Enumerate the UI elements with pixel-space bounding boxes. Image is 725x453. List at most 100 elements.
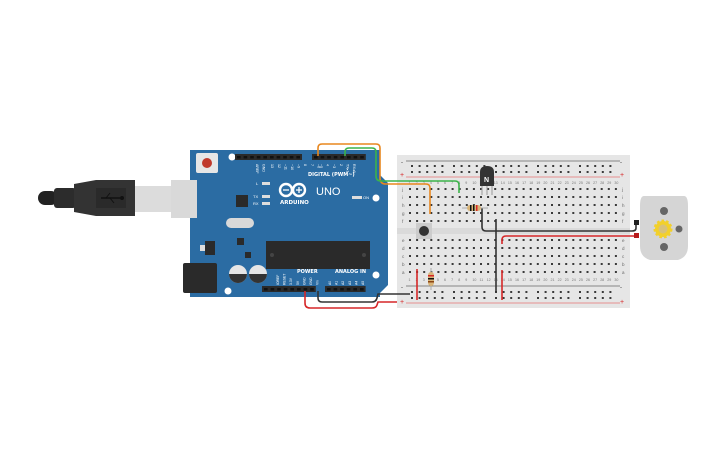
breadboard-hole[interactable] xyxy=(536,247,539,249)
breadboard-hole[interactable] xyxy=(495,171,497,173)
wire-green-pin3[interactable] xyxy=(344,147,460,193)
breadboard-hole[interactable] xyxy=(472,239,475,241)
breadboard-hole[interactable] xyxy=(551,220,553,222)
breadboard-hole[interactable] xyxy=(565,271,568,273)
breadboard-hole[interactable] xyxy=(494,204,497,206)
breadboard-hole[interactable] xyxy=(437,212,440,214)
breadboard-hole[interactable] xyxy=(607,196,610,198)
breadboard-hole[interactable] xyxy=(508,188,511,190)
breadboard-hole[interactable] xyxy=(480,271,482,273)
breadboard-hole[interactable] xyxy=(472,196,475,198)
breadboard-hole[interactable] xyxy=(543,196,546,198)
motor-terminal-black[interactable] xyxy=(634,220,639,225)
header-pin[interactable] xyxy=(303,288,308,291)
breadboard-hole[interactable] xyxy=(458,204,461,206)
header-pin[interactable] xyxy=(340,288,344,291)
breadboard-hole[interactable] xyxy=(475,291,478,293)
breadboard-hole[interactable] xyxy=(586,263,589,265)
breadboard-hole[interactable] xyxy=(609,291,612,293)
breadboard-hole[interactable] xyxy=(544,297,547,299)
breadboard-hole[interactable] xyxy=(508,212,511,214)
breadboard-hole[interactable] xyxy=(458,247,461,249)
resistor-base[interactable] xyxy=(462,205,488,211)
breadboard-hole[interactable] xyxy=(480,204,482,206)
breadboard-hole[interactable] xyxy=(614,263,617,265)
breadboard-hole[interactable] xyxy=(433,291,436,293)
breadboard-hole[interactable] xyxy=(593,204,596,206)
breadboard-hole[interactable] xyxy=(416,204,419,206)
power-header[interactable] xyxy=(262,286,316,292)
breadboard-hole[interactable] xyxy=(409,239,411,241)
breadboard-hole[interactable] xyxy=(453,297,455,299)
breadboard-hole[interactable] xyxy=(536,212,539,214)
breadboard-hole[interactable] xyxy=(522,204,525,206)
breadboard-hole[interactable] xyxy=(522,271,525,273)
breadboard-hole[interactable] xyxy=(572,263,575,265)
breadboard-hole[interactable] xyxy=(607,263,610,265)
breadboard-hole[interactable] xyxy=(593,212,596,214)
breadboard-hole[interactable] xyxy=(515,239,518,241)
breadboard-hole[interactable] xyxy=(537,291,539,293)
breadboard-hole[interactable] xyxy=(609,165,612,167)
motor-terminal-red[interactable] xyxy=(634,233,639,238)
breadboard-hole[interactable] xyxy=(565,212,568,214)
wire-black-motor[interactable] xyxy=(481,208,637,232)
breadboard-hole[interactable] xyxy=(572,196,575,198)
breadboard-hole[interactable] xyxy=(444,220,447,222)
breadboard-hole[interactable] xyxy=(423,220,426,222)
breadboard-hole[interactable] xyxy=(544,291,547,293)
breadboard-hole[interactable] xyxy=(551,188,553,190)
breadboard-hole[interactable] xyxy=(418,165,421,167)
breadboard-hole[interactable] xyxy=(475,171,478,173)
breadboard-hole[interactable] xyxy=(465,255,468,257)
breadboard-hole[interactable] xyxy=(558,255,561,257)
breadboard-hole[interactable] xyxy=(411,165,413,167)
breadboard-hole[interactable] xyxy=(502,165,505,167)
breadboard-hole[interactable] xyxy=(423,204,426,206)
breadboard-hole[interactable] xyxy=(579,291,581,293)
breadboard-hole[interactable] xyxy=(537,297,539,299)
breadboard-hole[interactable] xyxy=(600,271,603,273)
breadboard-hole[interactable] xyxy=(600,204,603,206)
breadboard-hole[interactable] xyxy=(437,196,440,198)
breadboard-hole[interactable] xyxy=(501,196,504,198)
breadboard-hole[interactable] xyxy=(409,220,411,222)
breadboard-hole[interactable] xyxy=(614,188,617,190)
breadboard-hole[interactable] xyxy=(465,271,468,273)
header-pin[interactable] xyxy=(277,288,281,291)
breadboard-hole[interactable] xyxy=(501,204,504,206)
header-pin[interactable] xyxy=(346,288,351,291)
breadboard-hole[interactable] xyxy=(607,255,610,257)
breadboard-hole[interactable] xyxy=(483,291,486,293)
breadboard-hole[interactable] xyxy=(579,212,582,214)
breadboard-hole[interactable] xyxy=(430,239,433,241)
breadboard-hole[interactable] xyxy=(451,220,454,222)
breadboard-hole[interactable] xyxy=(572,247,575,249)
breadboard-hole[interactable] xyxy=(458,239,461,241)
breadboard-hole[interactable] xyxy=(423,239,426,241)
breadboard-hole[interactable] xyxy=(544,165,547,167)
breadboard-hole[interactable] xyxy=(609,297,612,299)
breadboard-hole[interactable] xyxy=(416,247,419,249)
header-pin[interactable] xyxy=(320,156,325,159)
breadboard-hole[interactable] xyxy=(480,220,482,222)
breadboard-hole[interactable] xyxy=(426,291,429,293)
breadboard-hole[interactable] xyxy=(441,297,444,299)
breadboard-hole[interactable] xyxy=(515,247,518,249)
header-pin[interactable] xyxy=(263,156,267,159)
breadboard-hole[interactable] xyxy=(430,188,433,190)
breadboard-hole[interactable] xyxy=(465,247,468,249)
header-pin[interactable] xyxy=(256,156,261,159)
header-pin[interactable] xyxy=(290,288,294,291)
header-pin[interactable] xyxy=(283,156,287,159)
breadboard-hole[interactable] xyxy=(444,239,447,241)
breadboard-hole[interactable] xyxy=(567,291,570,293)
breadboard-hole[interactable] xyxy=(529,196,532,198)
breadboard-hole[interactable] xyxy=(607,188,610,190)
breadboard-hole[interactable] xyxy=(460,297,463,299)
breadboard-hole[interactable] xyxy=(441,165,444,167)
breadboard-hole[interactable] xyxy=(460,171,463,173)
breadboard-hole[interactable] xyxy=(586,220,589,222)
breadboard-hole[interactable] xyxy=(430,247,433,249)
breadboard-hole[interactable] xyxy=(430,220,433,222)
